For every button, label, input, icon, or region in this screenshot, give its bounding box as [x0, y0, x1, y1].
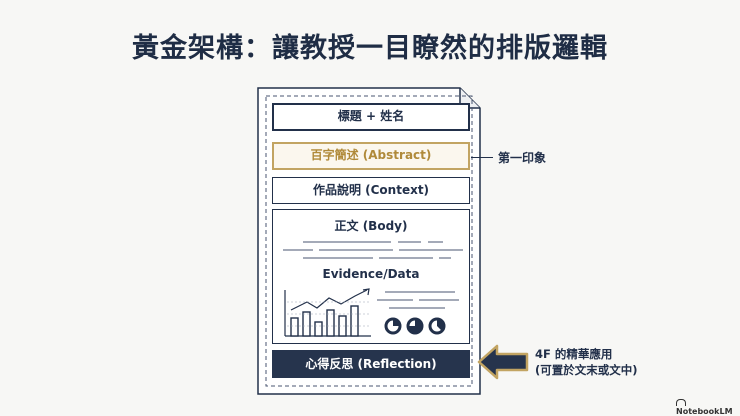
section-body-label: 正文 (Body)	[334, 219, 408, 233]
section-context: 作品說明 (Context)	[272, 177, 470, 204]
callout-4f-line2: (可置於文末或文中)	[535, 363, 638, 377]
section-abstract: 百字簡述 (Abstract)	[272, 142, 470, 170]
section-evidence-label: Evidence/Data	[322, 267, 420, 281]
callout-4f-application: 4F 的精華應用 (可置於文末或文中)	[535, 346, 638, 378]
notebooklm-logo-icon	[676, 399, 686, 406]
brand-label: NotebookLM	[676, 407, 733, 416]
callout-4f-line1: 4F 的精華應用	[535, 347, 613, 361]
section-body: 正文 (Body) Evidence/Data	[272, 209, 470, 344]
portfolio-document: 標題 + 姓名 百字簡述 (Abstract) 作品說明 (Context) 正…	[255, 85, 483, 397]
callout-first-impression: 第一印象	[498, 151, 547, 165]
left-arrow-icon	[477, 344, 529, 380]
evidence-bar-chart-icon	[284, 288, 371, 337]
slide-title: 黃金架構：讓教授一目瞭然的排版邏輯	[132, 33, 608, 64]
section-title-name: 標題 + 姓名	[272, 103, 470, 131]
body-text-lines	[283, 241, 463, 259]
first-impression-connector	[471, 157, 493, 158]
evidence-stats-icon	[377, 291, 459, 335]
section-reflection: 心得反思 (Reflection)	[272, 350, 470, 378]
brand-watermark: NotebookLM	[676, 398, 740, 416]
